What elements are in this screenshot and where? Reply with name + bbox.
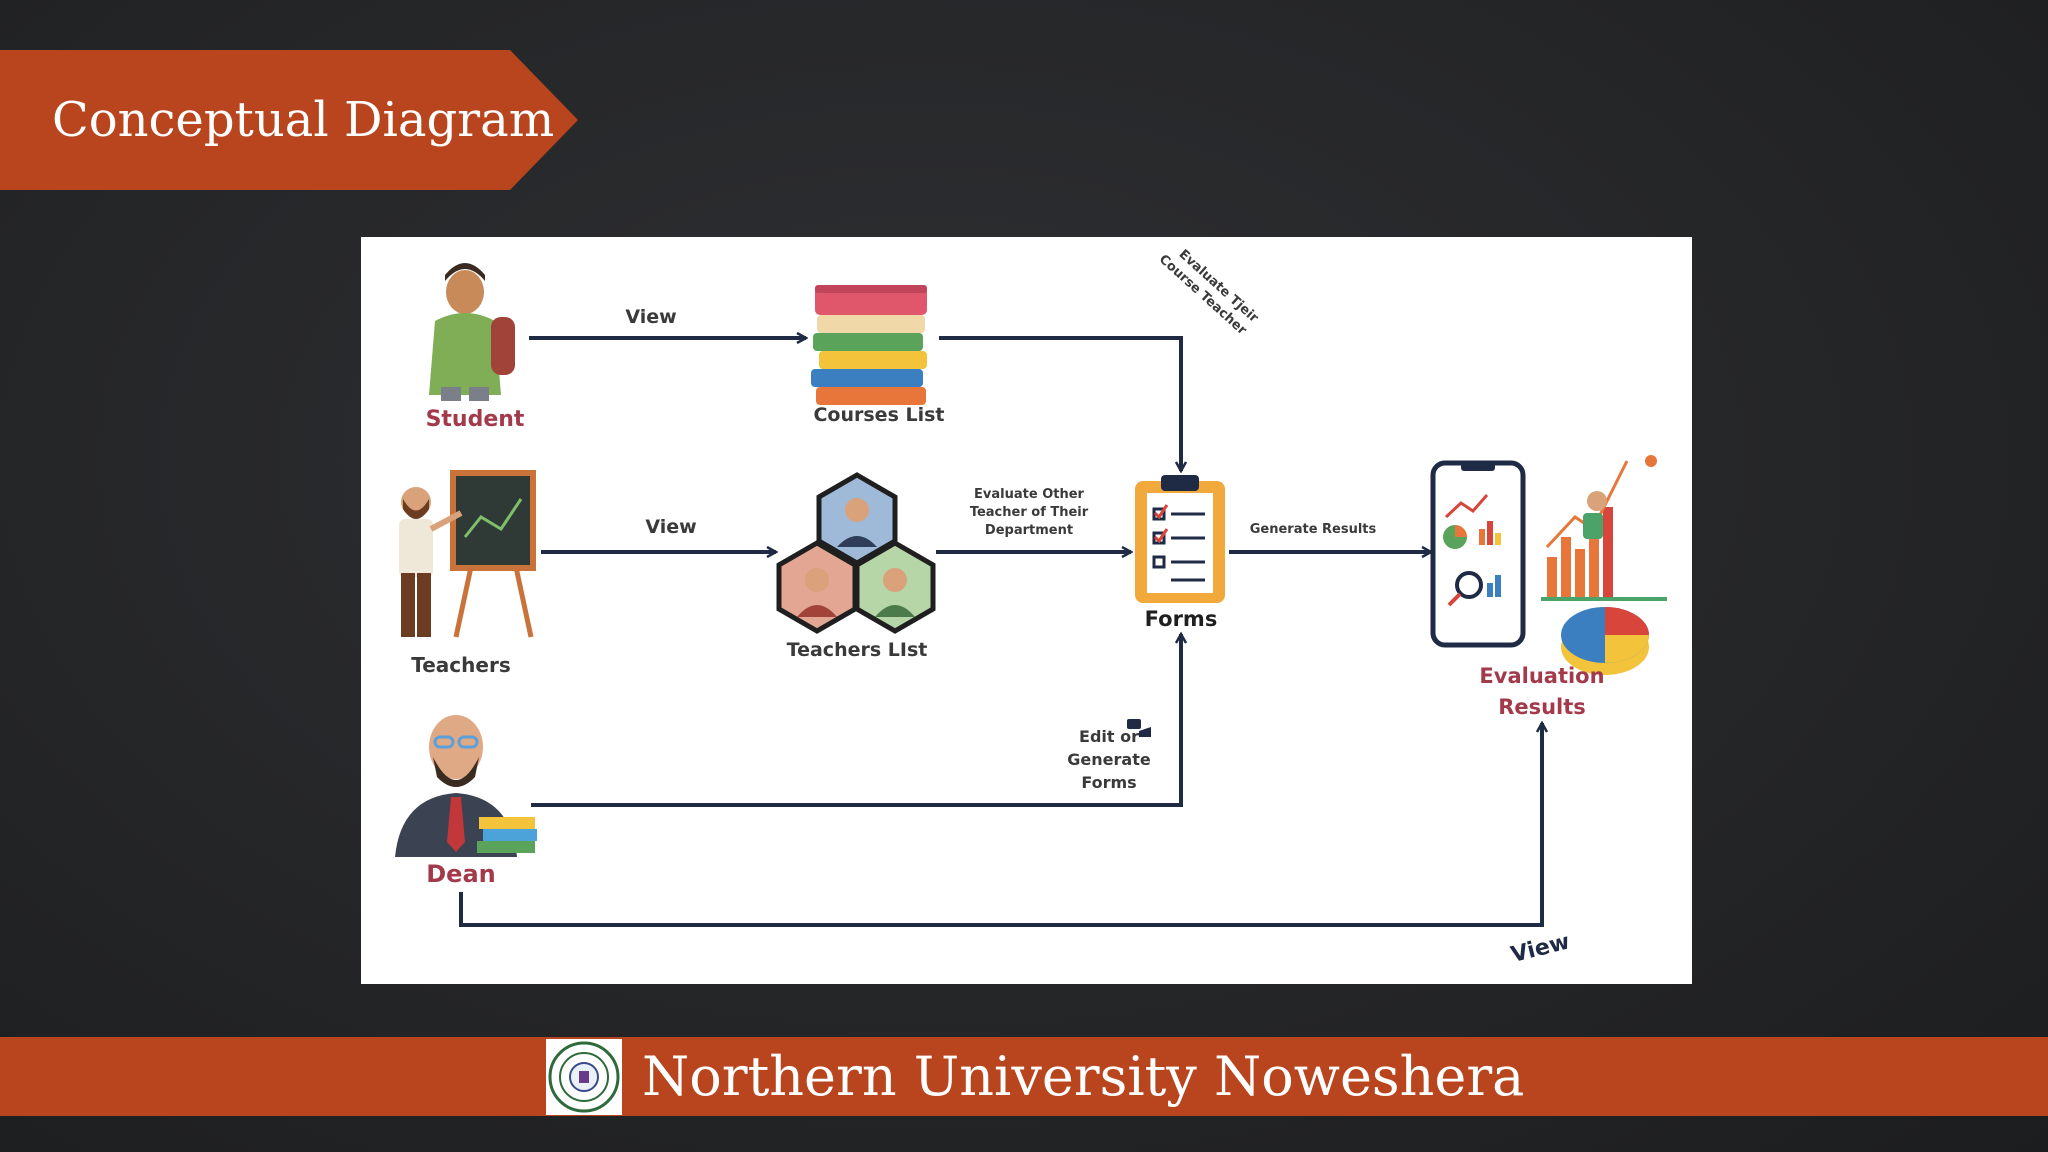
node-courses-list: Courses List — [813, 404, 944, 426]
node-forms: Forms — [1145, 607, 1218, 631]
edge-label-evaluate-other-3: Department — [985, 523, 1073, 538]
charts-icon — [1541, 455, 1667, 675]
node-student: Student — [426, 407, 525, 432]
edge-label-evaluate-other-1: Evaluate Other — [974, 487, 1085, 502]
dean-icon — [395, 715, 537, 857]
edge-label-evaluate-course: Evaluate Tjeir Course Teacher — [1156, 247, 1262, 339]
books-icon — [811, 285, 927, 405]
phone-analytics-icon — [1430, 460, 1526, 648]
node-evaluation-results-line1: Evaluation — [1479, 664, 1604, 688]
edge-label-teachers-view: View — [645, 516, 696, 538]
teacher-icon — [399, 470, 536, 638]
edit-hand-icon — [1127, 719, 1151, 737]
conceptual-diagram: Student Courses List Teachers Teachers L… — [395, 247, 1667, 968]
edge-label-generate-results: Generate Results — [1250, 522, 1377, 537]
edge-label-student-view: View — [625, 306, 676, 328]
node-dean: Dean — [426, 860, 495, 888]
node-teachers: Teachers — [411, 653, 510, 677]
arrow-courses-forms — [939, 336, 1181, 471]
slide-title: Conceptual Diagram — [52, 92, 555, 148]
footer-bar — [0, 1037, 2048, 1116]
connector-lines — [459, 336, 1542, 927]
clipboard-icon — [1135, 475, 1225, 603]
arrow-dean-results — [459, 723, 1542, 927]
university-seal-icon — [546, 1039, 622, 1115]
node-teachers-list: Teachers LIst — [787, 639, 928, 661]
edge-label-edit-generate-1: Edit or — [1079, 727, 1139, 746]
edge-label-edit-generate-3: Forms — [1081, 773, 1136, 792]
title-banner: Conceptual Diagram — [0, 50, 578, 190]
edge-label-edit-generate-2: Generate — [1067, 750, 1151, 769]
student-icon — [429, 263, 515, 401]
node-evaluation-results-line2: Results — [1498, 695, 1586, 719]
arrow-dean-forms — [531, 634, 1181, 807]
edge-label-evaluate-other-2: Teacher of Their — [970, 505, 1089, 520]
footer-university-name: Northern University Noweshera — [642, 1045, 1525, 1108]
edge-label-dean-view: View — [1509, 929, 1573, 968]
teachers-group-icon — [776, 472, 936, 634]
diagram-panel: Student Courses List Teachers Teachers L… — [361, 237, 1692, 984]
